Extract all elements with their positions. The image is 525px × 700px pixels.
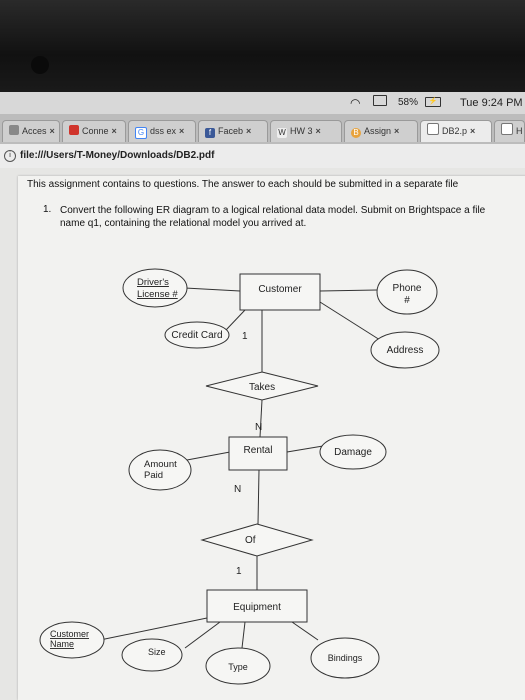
url-text[interactable]: file:///Users/T-Money/Downloads/DB2.pdf bbox=[20, 150, 215, 161]
clock[interactable]: Tue 9:24 PM bbox=[460, 97, 523, 109]
info-icon[interactable]: i bbox=[4, 150, 16, 162]
page-icon bbox=[501, 123, 513, 135]
label-amount-paid-1: Amount bbox=[144, 459, 177, 470]
hw-icon: W bbox=[277, 128, 287, 138]
label-phone-1: Phone bbox=[393, 283, 422, 294]
label-phone-2: # bbox=[404, 295, 410, 306]
cardinality-rental-of: N bbox=[234, 484, 241, 495]
attr-size bbox=[121, 638, 183, 672]
label-type: Type bbox=[228, 662, 248, 672]
close-icon[interactable]: × bbox=[49, 126, 55, 136]
wifi-icon[interactable]: ◠ bbox=[350, 96, 361, 110]
facebook-icon: f bbox=[205, 128, 215, 138]
label-rental: Rental bbox=[244, 445, 273, 456]
doc-icon bbox=[9, 125, 19, 135]
tab-label: HW 3 bbox=[290, 126, 313, 136]
label-drivers-license-1: Driver's bbox=[137, 277, 169, 288]
label-size: Size bbox=[148, 647, 166, 657]
label-bindings: Bindings bbox=[328, 653, 363, 663]
attr-phone bbox=[376, 269, 438, 315]
cardinality-customer: 1 bbox=[242, 331, 248, 342]
label-amount-paid-2: Paid bbox=[144, 470, 163, 481]
question-number: 1. bbox=[43, 204, 52, 215]
attr-damage bbox=[319, 434, 387, 470]
relationship-of bbox=[200, 523, 314, 557]
attr-bindings bbox=[310, 637, 380, 679]
battery-percent: 58% bbox=[398, 97, 419, 108]
camera-icon bbox=[31, 56, 49, 74]
close-icon[interactable]: × bbox=[179, 126, 185, 136]
tab-label: Faceb bbox=[218, 126, 244, 136]
attr-type bbox=[205, 647, 271, 685]
entity-customer bbox=[239, 273, 321, 311]
menubar: ◠ 58% ⚡ Tue 9:24 PM bbox=[0, 92, 525, 114]
page-icon bbox=[427, 123, 439, 135]
attr-credit-card bbox=[164, 321, 230, 349]
cardinality-equipment: 1 bbox=[236, 566, 242, 577]
close-icon[interactable]: × bbox=[470, 126, 476, 136]
battery-icon[interactable]: ⚡ bbox=[425, 97, 441, 107]
tab-label: DB2.p bbox=[442, 126, 468, 136]
cardinality-rental-takes: N bbox=[255, 422, 262, 433]
close-icon[interactable]: × bbox=[111, 126, 117, 136]
airplay-icon[interactable] bbox=[373, 95, 387, 106]
tab-acces[interactable]: Acces× bbox=[2, 120, 60, 142]
tab-label: H bbox=[516, 126, 523, 136]
question-text: Convert the following ER diagram to a lo… bbox=[60, 205, 486, 229]
tab-db2[interactable]: DB2.p× bbox=[420, 120, 492, 142]
attr-address bbox=[370, 331, 440, 369]
laptop-bezel bbox=[0, 0, 525, 92]
attr-customer-name bbox=[39, 621, 105, 659]
google-icon: G bbox=[135, 127, 147, 139]
tab-label: dss ex bbox=[150, 126, 177, 136]
label-takes: Takes bbox=[249, 382, 275, 393]
entity-equipment bbox=[206, 589, 308, 623]
label-drivers-license-2: License # bbox=[137, 289, 178, 300]
tab-conne[interactable]: Conne× bbox=[62, 120, 126, 142]
tab-label: Acces bbox=[22, 126, 47, 136]
label-customer-name-1: Customer bbox=[50, 629, 89, 639]
label-damage: Damage bbox=[334, 447, 372, 458]
label-address: Address bbox=[387, 345, 424, 356]
label-customer: Customer bbox=[258, 284, 302, 295]
attr-amount-paid bbox=[128, 449, 192, 491]
close-icon[interactable]: × bbox=[315, 126, 321, 136]
relationship-takes bbox=[205, 371, 319, 401]
label-of: Of bbox=[245, 535, 256, 546]
entity-rental bbox=[228, 436, 288, 471]
brightspace-icon: B bbox=[351, 128, 361, 138]
label-customer-name-2: Name bbox=[50, 639, 74, 649]
close-icon[interactable]: × bbox=[394, 126, 400, 136]
close-icon[interactable]: × bbox=[246, 126, 252, 136]
label-credit-card: Credit Card bbox=[171, 330, 222, 341]
tab-label: Assign bbox=[364, 126, 392, 136]
tab-label: Conne bbox=[82, 126, 109, 136]
connect-icon bbox=[69, 125, 79, 135]
label-equipment: Equipment bbox=[233, 602, 281, 613]
attr-drivers-license bbox=[122, 268, 188, 308]
intro-text: This assignment contains to questions. T… bbox=[27, 179, 459, 190]
